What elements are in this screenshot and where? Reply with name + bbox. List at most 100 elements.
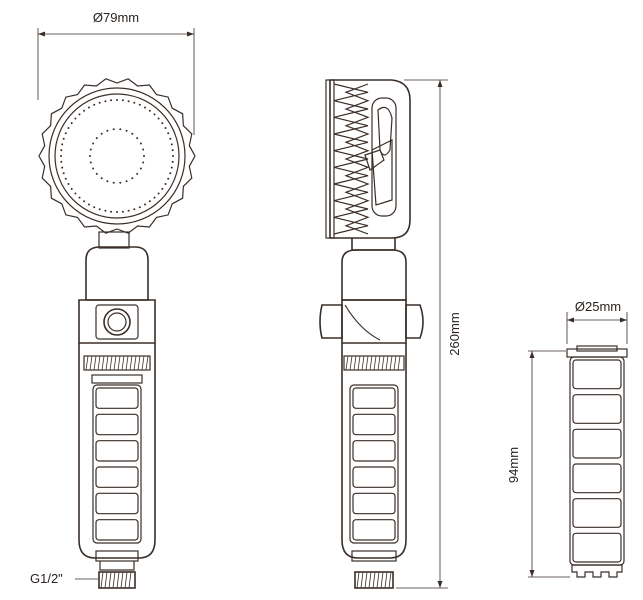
spray-nozzle <box>157 117 160 120</box>
thread-line <box>109 355 113 371</box>
thread-line <box>345 355 349 371</box>
thread-line <box>97 355 101 371</box>
filter-diameter-dimension: Ø25mm <box>566 299 628 344</box>
filter-segment <box>95 387 139 409</box>
spray-nozzle <box>144 203 146 206</box>
filter-length-dimension: 94mm <box>506 350 570 578</box>
thread-band <box>83 355 151 371</box>
filter-segment <box>572 498 622 528</box>
thread-line <box>384 571 388 589</box>
spray-nozzle <box>106 129 109 132</box>
thread-line <box>93 355 97 371</box>
spray-nozzle <box>138 103 141 106</box>
filter-outline <box>92 384 142 544</box>
thread-line <box>372 571 376 589</box>
filter-body <box>569 356 625 566</box>
spray-nozzle <box>64 177 67 180</box>
thread-line <box>145 355 149 371</box>
side-slot-detail-2 <box>371 139 393 206</box>
filter-segment <box>572 532 622 563</box>
thread-line <box>101 355 105 371</box>
side-tooth-zigzag <box>333 83 369 235</box>
side-slot-detail-1 <box>377 106 393 156</box>
spray-nozzle <box>95 172 98 175</box>
filter-segment <box>352 387 396 409</box>
head-diameter-label: Ø79mm <box>93 10 139 25</box>
spray-nozzle <box>157 192 160 195</box>
thread-line <box>129 355 133 371</box>
spray-nozzle <box>170 166 173 169</box>
thread-line <box>364 571 368 589</box>
spray-nozzle <box>125 180 128 183</box>
filter-segment <box>95 413 139 436</box>
head-outer-ring <box>38 78 196 234</box>
side-filter-cartridge <box>349 384 399 544</box>
spray-nozzle <box>88 203 90 206</box>
spray-nozzle <box>67 183 70 185</box>
spray-nozzle <box>92 142 95 145</box>
filter-segment <box>352 413 396 436</box>
spray-nozzle <box>89 148 92 151</box>
spray-nozzle <box>125 129 128 132</box>
head-neck <box>98 231 130 249</box>
spray-nozzle <box>153 196 156 199</box>
thread-line <box>356 571 360 589</box>
switch-button[interactable] <box>103 308 131 336</box>
spray-nozzle <box>169 172 172 175</box>
filter-cap-top <box>91 374 143 384</box>
spray-nozzle <box>153 113 156 116</box>
spray-nozzle <box>104 100 107 103</box>
spray-nozzle <box>100 132 103 135</box>
thread-line <box>105 355 109 371</box>
side-bottom-thread <box>354 571 394 589</box>
spray-nozzle <box>61 143 64 146</box>
spray-nozzle <box>164 127 167 129</box>
handle-switch-housing <box>78 299 156 344</box>
filter-segment <box>352 466 396 488</box>
side-slot-detail-3 <box>364 149 385 171</box>
spray-nozzle <box>133 208 136 211</box>
spray-nozzle <box>95 137 98 140</box>
side-thread-lines <box>345 355 401 371</box>
spray-nozzle <box>164 183 167 185</box>
thread-line <box>360 571 364 589</box>
spray-nozzle <box>139 142 142 145</box>
filter-segment <box>352 440 396 462</box>
thread-line <box>353 355 357 371</box>
thread-line <box>124 571 128 589</box>
spray-nozzle <box>121 99 124 102</box>
spray-nozzle <box>93 103 96 106</box>
spray-nozzle <box>148 109 151 112</box>
spray-nozzle <box>116 99 118 101</box>
spray-nozzle <box>127 100 130 103</box>
spray-nozzle <box>142 161 145 164</box>
spray-nozzle <box>167 177 170 180</box>
thread-line <box>377 355 381 371</box>
spray-nozzle <box>61 166 64 169</box>
spray-nozzle <box>88 106 90 109</box>
spray-nozzle <box>64 132 67 135</box>
thread-line <box>89 355 93 371</box>
side-right-knob <box>405 304 424 339</box>
spray-nozzle <box>70 187 73 190</box>
overall-length-dimension: 260mm <box>396 79 462 589</box>
spray-nozzle <box>171 160 174 163</box>
spray-nozzle <box>112 181 115 184</box>
spray-nozzle <box>136 137 139 140</box>
side-left-knob <box>319 304 343 339</box>
thread-line <box>117 355 121 371</box>
filter-segment <box>95 492 139 515</box>
spray-nozzle <box>170 143 173 146</box>
spray-nozzle <box>62 172 65 175</box>
thread-line <box>349 355 353 371</box>
spray-nozzle <box>106 180 109 183</box>
spray-nozzle <box>78 196 81 199</box>
side-bottom-thread-lines <box>356 571 392 589</box>
switch-button-inner <box>107 312 127 332</box>
spray-nozzle <box>60 160 63 163</box>
thread-line <box>381 355 385 371</box>
spray-nozzle <box>127 209 130 212</box>
filter-segment <box>352 492 396 515</box>
thread-line <box>393 355 397 371</box>
